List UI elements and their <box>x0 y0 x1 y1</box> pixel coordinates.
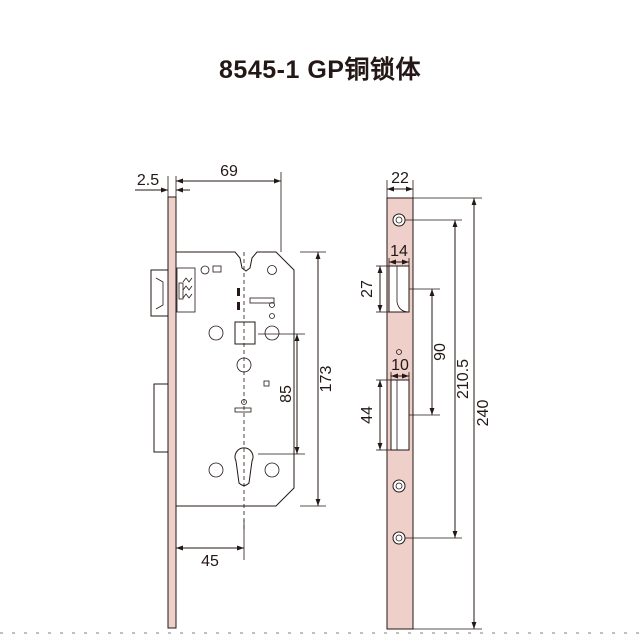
dim-faceplate-thickness: 2.5 <box>137 172 159 189</box>
dim-latch-projection: 14 <box>390 243 408 260</box>
front-screw-bottom <box>392 531 406 545</box>
front-view: 22 14 27 10 44 90 210.5 240 <box>359 170 492 630</box>
dim-deadbolt-projection: 10 <box>391 357 409 374</box>
dim-body-depth: 69 <box>220 163 238 180</box>
dim-faceplate-width: 22 <box>391 170 409 187</box>
dim-screw-centers: 210.5 <box>455 359 472 399</box>
front-latch-bolt <box>388 265 410 313</box>
page-title: 8545-1 GP铜锁体 <box>219 56 421 84</box>
front-screw-mid <box>392 479 406 493</box>
dim-body-height: 173 <box>318 366 335 393</box>
dim-faceplate-length: 240 <box>475 400 492 427</box>
dim-center-to-center: 85 <box>278 385 295 403</box>
side-cylinder-hole <box>234 447 254 486</box>
dim-latch-height: 27 <box>359 280 376 298</box>
side-case-outline <box>175 251 295 507</box>
dim-latch-to-bolt: 90 <box>432 343 449 361</box>
side-latch-bolt <box>150 269 169 317</box>
side-view: 2.5 69 45 85 173 <box>135 163 335 629</box>
side-deadbolt <box>153 383 169 453</box>
dim-deadbolt-height: 44 <box>359 406 376 424</box>
side-faceplate <box>167 196 177 629</box>
dim-backset: 45 <box>201 553 219 570</box>
front-deadbolt <box>390 379 410 451</box>
side-follower <box>234 321 256 345</box>
front-screw-top <box>392 213 406 227</box>
